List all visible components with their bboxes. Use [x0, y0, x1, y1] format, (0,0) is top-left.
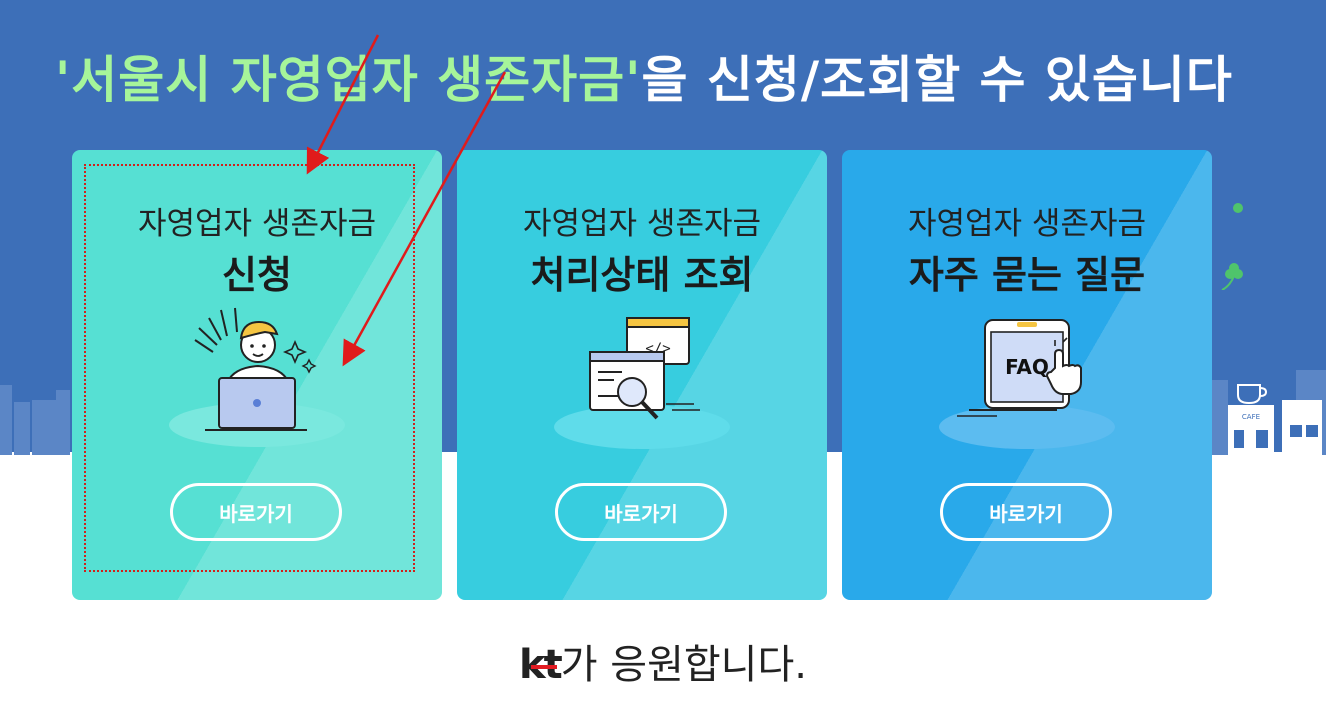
cafe-sign-text: CAFE [1242, 413, 1260, 421]
annotation-dotted-frame [84, 164, 415, 572]
card-title: 신청 [222, 253, 292, 297]
status-go-button[interactable]: 바로가기 [555, 483, 727, 541]
city-skyline-illustration: CAFE [0, 370, 1326, 455]
faq-tablet-icon: FAQ [939, 319, 1115, 449]
clover-decoration [1221, 203, 1243, 290]
page-headline: '서울시 자영업자 생존자금'을 신청/조회할 수 있습니다 [55, 40, 1315, 112]
card-title: 처리상태 조회 [530, 253, 754, 297]
faq-label: FAQ [1005, 355, 1049, 379]
headline-highlight: '서울시 자영업자 생존자금' [55, 51, 642, 109]
headline-rest: 을 신청/조회할 수 있습니다 [641, 51, 1233, 109]
code-window-magnifier-icon: </> [554, 317, 730, 449]
kt-logo: kt [519, 642, 563, 688]
person-laptop-icon [169, 307, 345, 447]
faq-card[interactable]: 자영업자 생존자금 자주 묻는 질문 FAQ 바로가기 [842, 150, 1212, 600]
faq-go-button[interactable]: 바로가기 [940, 483, 1112, 541]
apply-go-button[interactable]: 바로가기 [170, 483, 342, 541]
kt-logo-bar [531, 665, 558, 669]
card-subtitle: 자영업자 생존자금 [907, 206, 1146, 242]
card-title: 자주 묻는 질문 [908, 253, 1146, 297]
status-check-card[interactable]: 자영업자 생존자금 처리상태 조회 </> 바로가기 [457, 150, 827, 600]
card-subtitle: 자영업자 생존자금 [137, 206, 376, 242]
footer-text: 가 응원합니다. [560, 642, 807, 688]
card-subtitle: 자영업자 생존자금 [522, 206, 761, 242]
